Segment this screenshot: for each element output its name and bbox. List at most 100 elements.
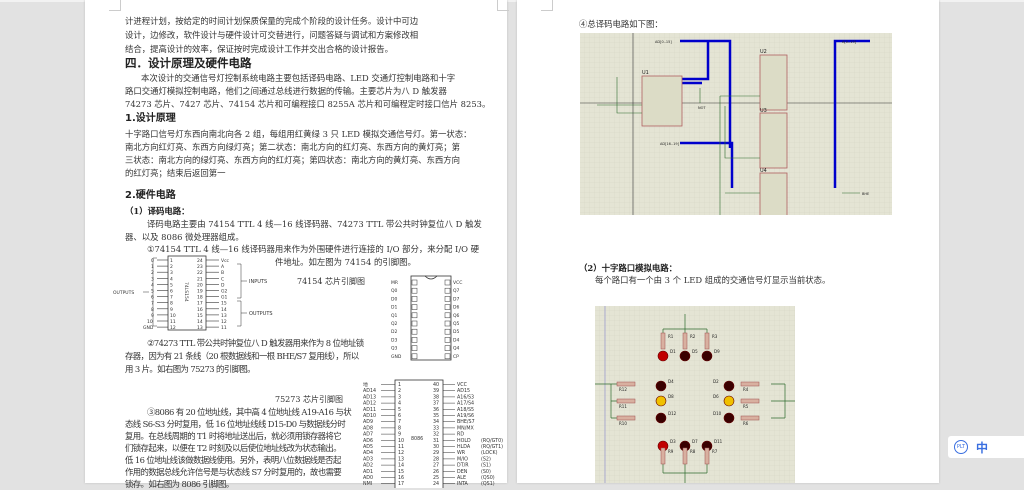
pin-number: 15 [398,469,404,475]
resistor-R12 [616,381,636,387]
pin-label: RD [457,432,464,438]
led-label: D8 [668,394,674,399]
outputs-label: OUTPUTS [113,290,134,296]
pin-label: HOLD [457,438,471,444]
pin-number: 9 [170,307,173,313]
pin-box [411,320,418,327]
pin-box [411,312,418,319]
pin-number: 40 [433,382,439,388]
text-line: 低 16 位地址线该做数据线使用。另外，表明八位数据线是否起 [125,455,341,465]
pin-label: D3 [391,337,397,343]
chip-u1 [641,75,683,127]
pin-label: D7 [453,296,459,302]
pin-label: WR [457,450,466,456]
pin-label: AD4 [363,450,373,456]
led-D2 [723,380,735,392]
pin-label: VCC [453,280,462,286]
caption-74154: 74154 芯片引脚图 [297,277,365,286]
bus-label: A[0..19] [842,40,857,44]
pin-label: 10 [147,319,153,325]
text-line: 路口交通灯模拟控制电路，他们之间通过总线进行数据的传输。主要芯片为八 D 触发器 [125,86,447,96]
pin-label: AD1 [363,469,373,475]
pin-label: GND [143,325,154,331]
pin-label: CP [453,354,459,360]
plugin-badge-icon[interactable]: PLT [954,440,968,454]
pin-number: 33 [433,425,439,431]
pin-box [444,353,451,360]
pin-label: Vcc [221,258,230,264]
pin-number: 12 [398,450,404,456]
pin-label: D6 [453,305,459,311]
resistor-R5 [740,398,760,404]
pin-label: 1 [151,264,154,270]
pin-label: 9 [151,313,154,319]
pin-label: A17/S4 [457,401,474,407]
pin-label: AD6 [363,438,373,444]
pin-label: 13 [221,313,227,319]
resistor-label: R5 [743,404,749,409]
page-corner-mark [541,0,553,11]
pin-label: D1 [391,305,397,311]
pin-label: AD13 [363,394,376,400]
pin-label: Q5 [453,321,460,327]
chip-u3 [759,112,788,169]
led-D1 [657,350,669,362]
text-line: ①74154 TTL 4 线—16 线译码器用来作为外围硬件进行连接的 I/O … [147,244,480,254]
pin-label: 3 [151,276,154,282]
floating-toolbar: PLT 中 [948,436,1024,458]
pin-label: 2 [151,270,154,276]
pin-label: Q1 [391,313,398,319]
pin-label: ALE [457,475,466,481]
pin-label: G1 [221,295,227,301]
pinout-74273: MRQ0D0D1Q1Q2D2D3Q3GNDVCCQ7D7D6Q6Q5D5D4Q4… [391,275,462,361]
pin-number: 19 [197,289,203,295]
led-label: D12 [668,411,677,416]
pin-label: AD5 [363,444,373,450]
pin-number: 15 [197,313,203,319]
pin-label: A [221,264,225,270]
chip-label: U3 [760,108,767,114]
chip-label: U1 [642,70,649,76]
pin-label: D2 [391,329,397,335]
language-toggle-button[interactable]: 中 [976,440,989,455]
pin-label: AD12 [363,401,376,407]
pin-label: VCC [457,382,468,388]
pin-box [444,279,451,286]
chip-name: 74LS154 [183,282,189,302]
pin-number: 14 [197,319,203,325]
pin-number: 8 [170,301,173,307]
pin-label: MN/MX [457,425,474,431]
pin-box [411,296,418,302]
pin-number: 37 [433,401,439,407]
resistor-label: R8 [690,449,696,454]
pin-label: D5 [453,329,459,335]
pin-label: A19/S6 [457,413,474,419]
pin-number: 2 [398,388,401,394]
pin-number: 24 [197,258,203,264]
pin-box [444,296,451,302]
pin-box [444,337,451,343]
section-heading: 四．设计原理及硬件电路 [125,56,252,70]
decoder-heading: （1）译码电路： [125,206,190,216]
text-line: 结合，提高设计的效率，保证按时完成设计工作并交出合格的设计报告。 [125,44,393,54]
led-D10 [723,412,735,424]
pin-number: 16 [398,475,404,481]
pin-alt-label: (S1) [481,463,491,469]
page-corner-mark [497,0,509,11]
text-line: ④总译码电路如下图： [579,19,663,29]
pin-label: AD3 [363,456,373,462]
led-label: D1 [670,349,676,354]
pin-number: 22 [197,270,203,276]
text-line: 锁存。如右图为 8086 引脚图。 [125,479,234,489]
pin-box [411,287,418,294]
pin-box [444,328,451,335]
pin-number: 35 [433,413,439,419]
pin-label: 5 [151,289,154,295]
resistor-label: R11 [619,404,627,409]
resistor-R10 [616,415,636,421]
pin-number: 11 [170,319,176,325]
text-line: 设计，边修改，软件设计与硬件设计可交替进行，问题答疑与调试和方案修改相 [125,30,419,40]
pin-number: 5 [170,282,173,288]
pin-label: 4 [151,282,154,288]
